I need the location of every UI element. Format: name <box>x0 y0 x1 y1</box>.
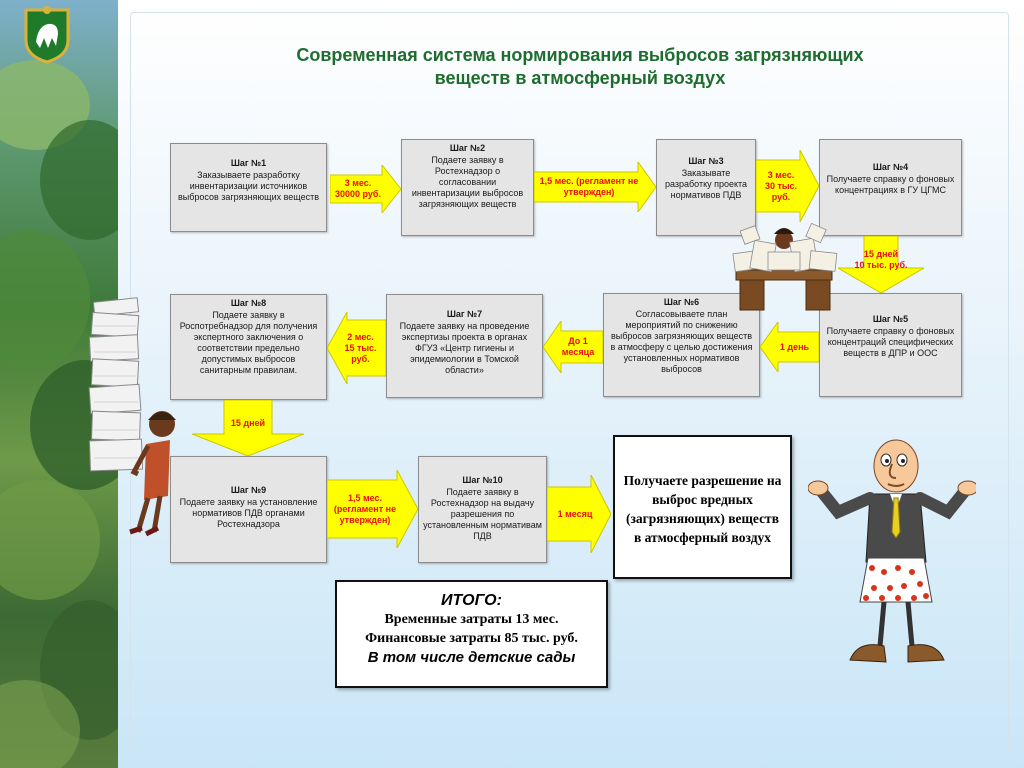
arrow-10-label: 1 месяц <box>557 508 593 519</box>
arrow-5-label: 1 день <box>779 341 810 352</box>
arrow-step6-to-step7: До 1 месяца <box>543 321 603 373</box>
arrow-step7-to-step8: 2 мес. 15 тыс. руб. <box>327 312 386 384</box>
forest-photo-strip <box>0 0 118 768</box>
step-7-title: Шаг №7 <box>446 309 483 319</box>
step-9-text: Подаете заявку на установление нормативо… <box>179 497 318 529</box>
step-1-box: Шаг №1 Заказываете разработку инвентариз… <box>170 143 327 232</box>
arrow-9-label: 1,5 мес. (регламент не утвержден) <box>333 492 397 525</box>
man-shrugging-illustration <box>808 439 976 663</box>
step-5-text: Получаете справку о фоновых концентраций… <box>826 326 955 358</box>
step-5-title: Шаг №5 <box>872 314 909 324</box>
arrow-8-label: 15 дней <box>230 417 266 428</box>
total-money: Финансовые затраты 85 тыс. руб. <box>365 631 578 646</box>
desk-with-papers-illustration <box>732 222 838 311</box>
arrow-step4-to-step5: 15 дней 10 тыс. руб. <box>838 236 924 293</box>
step-4-title: Шаг №4 <box>872 162 909 172</box>
title-line-2: веществ в атмосферный воздух <box>434 68 726 88</box>
total-heading: ИТОГО: <box>441 592 502 609</box>
step-8-text: Подаете заявку в Роспотребнадзор для пол… <box>179 310 318 375</box>
step-2-title: Шаг №2 <box>449 143 486 153</box>
arrow-step3-to-step4: 3 мес. 30 тыс. руб. <box>756 150 819 222</box>
total-summary-box: ИТОГО: Временные затраты 13 мес. Финансо… <box>335 580 608 688</box>
arrow-7-label: 2 мес. 15 тыс. руб. <box>344 331 377 364</box>
step-3-text: Заказывате разработку проекта нормативов… <box>664 168 748 200</box>
coat-of-arms-icon <box>24 6 70 64</box>
step-1-title: Шаг №1 <box>230 158 267 168</box>
step-3-title: Шаг №3 <box>688 156 724 166</box>
step-7-text: Подаете заявку на проведение экспертизы … <box>399 321 530 375</box>
arrow-1-label: 3 мес. 30000 руб. <box>335 178 381 199</box>
permit-result-box: Получаете разрешение на выброс вредных (… <box>613 435 792 579</box>
step-8-title: Шаг №8 <box>230 298 267 308</box>
step-5-box: Шаг №5 Получаете справку о фоновых конце… <box>819 293 962 397</box>
step-10-title: Шаг №10 <box>462 475 503 485</box>
arrow-2-label: 1,5 мес. (регламент не утвержден) <box>539 176 639 197</box>
step-9-title: Шаг №9 <box>230 485 267 495</box>
step-9-box: Шаг №9 Подаете заявку на установление но… <box>170 456 327 563</box>
total-kindergarten: В том числе детские сады <box>367 649 576 666</box>
arrow-step8-to-step9: 15 дней <box>192 400 304 456</box>
arrow-3-label: 3 мес. 30 тыс. руб. <box>764 169 798 202</box>
step-3-box: Шаг №3 Заказывате разработку проекта нор… <box>656 139 756 236</box>
step-2-text: Подаете заявку в Ростехнадзор о согласов… <box>411 155 524 209</box>
arrow-step5-to-step6: 1 день <box>760 322 819 372</box>
arrow-4-label: 15 дней 10 тыс. руб. <box>854 249 908 270</box>
title-line-1: Современная система нормирования выбросо… <box>296 45 864 65</box>
step-4-box: Шаг №4 Получаете справку о фоновых конце… <box>819 139 962 236</box>
step-6-text: Согласовываете план мероприятий по сниже… <box>610 309 753 374</box>
paper-stack-carrier-illustration <box>88 297 176 537</box>
page-title: Современная система нормирования выбросо… <box>200 44 960 90</box>
arrow-6-label: До 1 месяца <box>561 336 595 357</box>
arrow-step9-to-step10: 1,5 мес. (регламент не утвержден) <box>327 470 418 548</box>
step-2-box: Шаг №2 Подаете заявку в Ростехнадзор о с… <box>401 139 534 236</box>
step-4-text: Получаете справку о фоновых концентрация… <box>826 174 955 195</box>
step-7-box: Шаг №7 Подаете заявку на проведение эксп… <box>386 294 543 398</box>
step-10-box: Шаг №10 Подаете заявку в Ростехнадзор на… <box>418 456 547 563</box>
arrow-step2-to-step3: 1,5 мес. (регламент не утвержден) <box>534 162 656 212</box>
step-6-title: Шаг №6 <box>663 297 700 307</box>
step-10-text: Подаете заявку в Ростехнадзор на выдачу … <box>423 487 542 541</box>
permit-text: Получаете разрешение на выброс вредных (… <box>623 473 782 545</box>
step-8-box: Шаг №8 Подаете заявку в Роспотребнадзор … <box>170 294 327 400</box>
total-time: Временные затраты 13 мес. <box>384 612 559 627</box>
step-6-box: Шаг №6 Согласовываете план мероприятий п… <box>603 293 760 397</box>
step-1-text: Заказываете разработку инвентаризации ис… <box>177 170 320 202</box>
arrow-step1-to-step2: 3 мес. 30000 руб. <box>330 165 401 213</box>
arrow-step10-to-permit: 1 месяц <box>547 475 611 553</box>
